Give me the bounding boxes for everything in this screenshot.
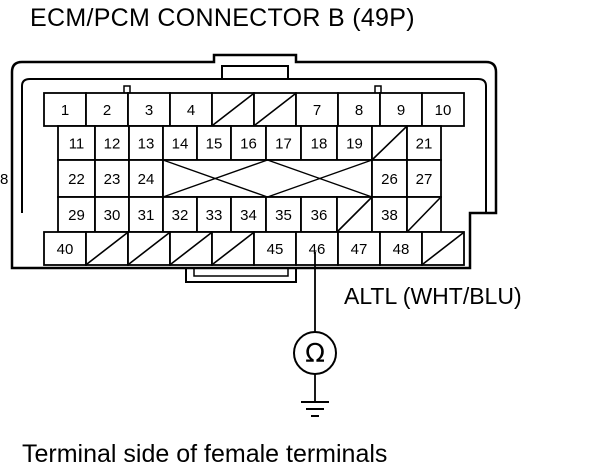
terminal-number: 48 <box>393 241 410 258</box>
terminal-cell <box>379 92 423 127</box>
terminal-cell <box>406 159 442 198</box>
blank-cell-slash <box>86 232 128 265</box>
blank-cell-slash <box>372 126 407 160</box>
terminal-number: 12 <box>104 136 121 153</box>
terminal-number: 17 <box>275 136 292 153</box>
terminal-number: 24 <box>138 171 155 188</box>
diagram-caption: Terminal side of female terminals <box>22 440 388 468</box>
blank-cell-slash <box>337 197 372 232</box>
blank-cell-cross <box>267 159 373 198</box>
connector-bottom-key <box>172 267 297 283</box>
blank-cell-slash <box>254 93 296 126</box>
blank-terminal-cell <box>162 159 373 198</box>
diagram-title: ECM/PCM CONNECTOR B (49P) <box>30 4 415 32</box>
connector-outer-shell <box>10 53 498 270</box>
terminal-number: 36 <box>311 207 328 224</box>
blank-cell-slash <box>212 93 254 126</box>
terminal-number: 19 <box>346 136 363 153</box>
terminal-number: 11 <box>69 136 85 153</box>
terminal-number: 22 <box>68 171 85 188</box>
terminal-number: 13 <box>138 136 155 153</box>
terminal-number: 1 <box>61 102 69 119</box>
terminal-number: 4 <box>187 102 195 119</box>
terminal-number: 26 <box>381 171 398 188</box>
terminal-cell <box>57 159 96 198</box>
terminal-number: 18 <box>311 136 328 153</box>
terminal-number: 16 <box>240 136 257 153</box>
connector-top-key <box>221 65 289 80</box>
terminal-cell <box>127 92 171 127</box>
ground-symbol-icon <box>301 401 329 417</box>
blank-cell-slash <box>407 197 441 232</box>
terminal-cell <box>421 92 465 127</box>
terminal-cell <box>295 92 339 127</box>
terminal-number: 45 <box>267 241 284 258</box>
terminal-number: 14 <box>172 136 189 153</box>
terminal-number: 47 <box>351 241 368 258</box>
terminal-number: 3 <box>145 102 153 119</box>
terminal-number: 34 <box>240 207 257 224</box>
terminal-number: 7 <box>313 102 321 119</box>
terminal-number: 15 <box>206 136 223 153</box>
terminal-number: 32 <box>172 207 189 224</box>
terminal-cell <box>85 92 129 127</box>
terminal-cell <box>300 196 338 233</box>
terminal-number: 27 <box>416 171 433 188</box>
blank-cell-slash <box>422 232 464 265</box>
terminal-number: 38 <box>381 207 398 224</box>
blank-cell-slash <box>212 232 254 265</box>
terminal-number: 28 <box>0 171 8 188</box>
blank-cell-slash <box>128 232 170 265</box>
terminal-number: 21 <box>416 136 433 153</box>
terminal-cell <box>371 159 408 198</box>
terminal-cell <box>128 196 164 233</box>
terminal-number: 33 <box>206 207 223 224</box>
terminal-cell <box>295 231 339 266</box>
terminal-cell <box>128 159 164 198</box>
terminal-number: 23 <box>104 171 121 188</box>
terminal-number: 8 <box>355 102 363 119</box>
terminal-number: 35 <box>275 207 292 224</box>
terminal-cell <box>94 125 130 161</box>
terminal-number: 40 <box>57 241 74 258</box>
ohmmeter-symbol: Ω <box>305 339 325 369</box>
terminal-number: 10 <box>435 102 452 119</box>
terminal-cell <box>128 125 164 161</box>
terminal-number: 9 <box>397 102 405 119</box>
terminal-number: 29 <box>68 207 85 224</box>
terminal-cell <box>379 231 423 266</box>
probe-terminal-label: 46 <box>309 241 326 258</box>
terminal-number: 31 <box>138 207 155 224</box>
wire-label: ALTL (WHT/BLU) <box>344 283 522 309</box>
terminal-number: 30 <box>104 207 121 224</box>
blank-cell-cross <box>162 159 268 198</box>
terminal-number: 2 <box>103 102 111 119</box>
terminal-cell <box>94 196 130 233</box>
blank-cell-slash <box>170 232 212 265</box>
terminal-cell <box>43 231 87 266</box>
